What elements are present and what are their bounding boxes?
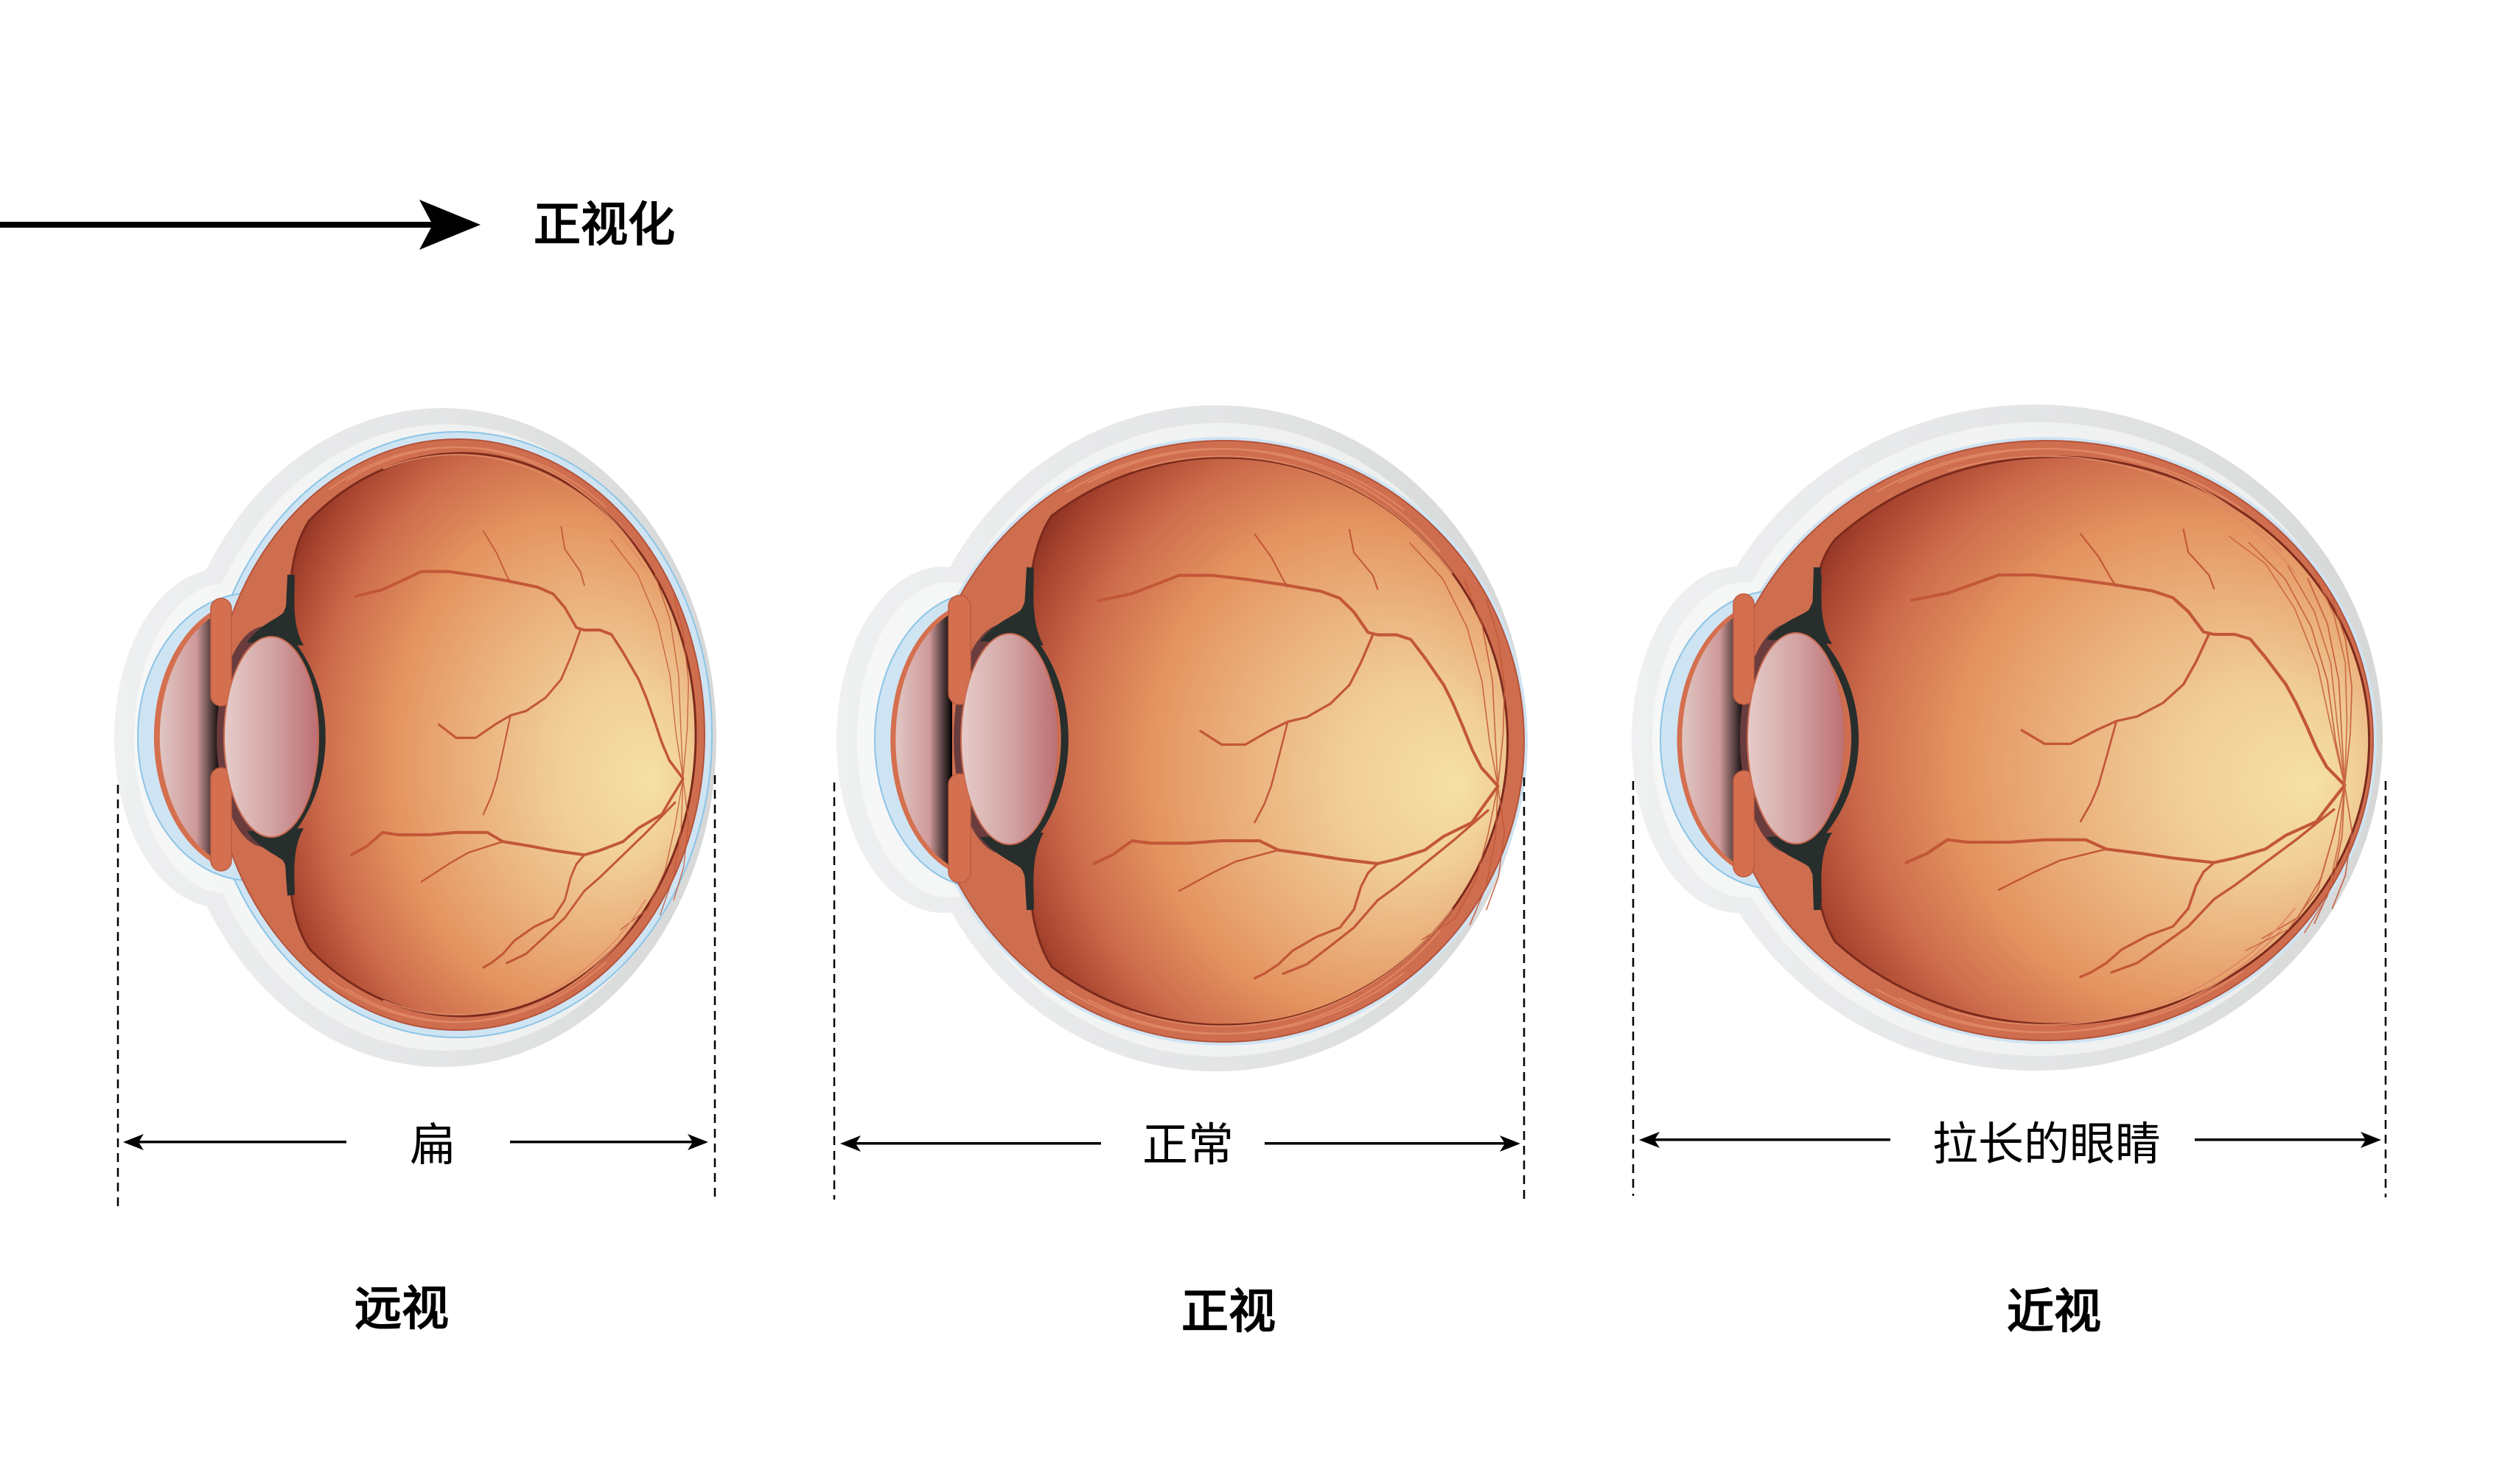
dimension-label-normal: 正常 [1142,1118,1234,1172]
condition-label-myopia: 近视 [2007,1285,2101,1340]
crystalline-lens [1747,632,1845,844]
dimension-lines [116,775,2387,1206]
arrowhead-left-icon [840,1135,861,1152]
crystalline-lens [960,633,1059,845]
condition-label-emmetropia: 正视 [1181,1285,1276,1340]
dimension-label-flat: 扁 [409,1118,456,1172]
dimension-arrow-line [854,1142,1101,1145]
arrowhead-left-icon [123,1134,144,1150]
zonule-upper [1767,575,1832,644]
dimension-arrow-line [510,1141,694,1144]
iris-upper [948,595,971,705]
dimension-arrow-line [1265,1142,1506,1145]
anterior-chamber [895,613,952,867]
double-arrow-icon [1639,1132,2381,1148]
arrowhead-right-icon [688,1134,708,1150]
crystalline-lens [223,636,319,838]
arrowhead-left-icon [1639,1132,1660,1148]
arrowhead-right-icon [1500,1135,1520,1152]
process-arrow-shaft [0,222,439,228]
iris-lower [210,767,232,872]
zonule-upper [980,575,1044,645]
double-arrow-icon [840,1135,1520,1152]
iris-upper [210,598,232,707]
zonule-lower [980,833,1044,903]
anterior-chamber [159,612,221,862]
dimension-arrow-line [137,1141,346,1144]
process-title: 正视化 [534,198,675,253]
dimension-arrow-line [1653,1138,1890,1141]
anterior-chamber [1682,611,1745,869]
iris-lower [1733,770,1755,878]
double-arrow-icon [123,1134,708,1150]
zonule-upper [247,582,304,645]
process-arrow-icon [0,200,481,250]
zonule-lower [247,828,304,892]
dimension-label-elongated: 拉长的眼睛 [1932,1117,2162,1171]
process-arrow-head [419,200,481,250]
eye-hyperopia-illustration [113,407,716,1068]
arrowhead-right-icon [2361,1132,2381,1148]
zonule-lower [1767,833,1832,902]
eye-myopia-illustration [1631,405,2383,1071]
eye-emmetropia-illustration [836,405,1528,1071]
iris-upper [1733,593,1755,705]
dimension-arrow-line [2195,1138,2367,1141]
iris-lower [948,773,971,883]
condition-label-hyperopia: 远视 [354,1282,449,1337]
